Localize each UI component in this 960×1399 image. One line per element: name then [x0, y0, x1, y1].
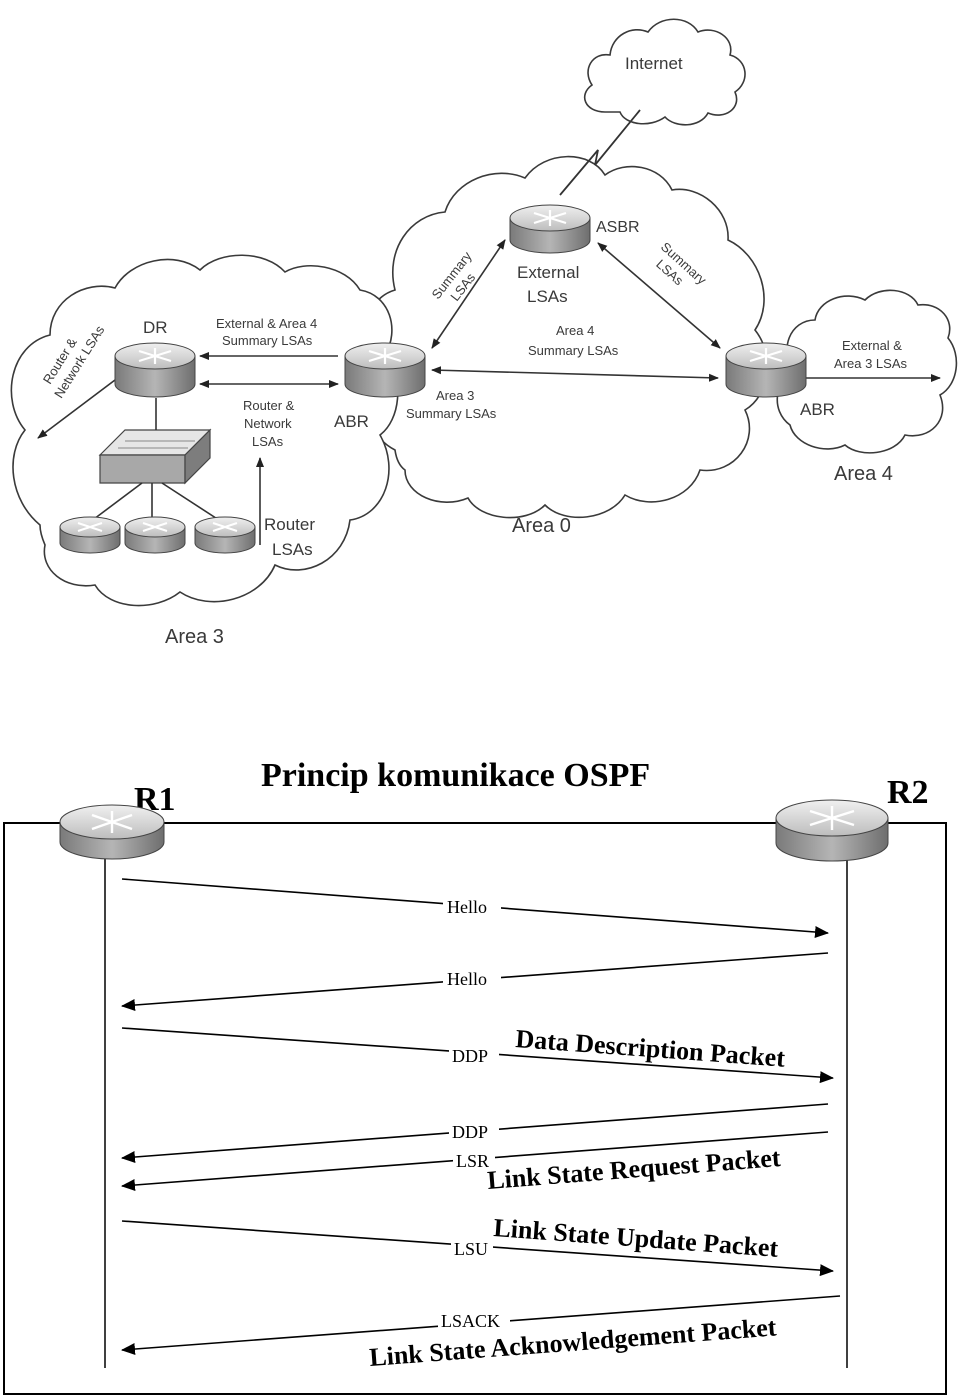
- area-4-cloud: [776, 289, 958, 454]
- external-lsas-line1: External: [517, 263, 579, 282]
- ext-area4-summary-line1: External & Area 4: [216, 316, 317, 331]
- msg-lsack-label: LSACK: [441, 1311, 500, 1331]
- area3-summary-line1: Area 3: [436, 388, 474, 403]
- note-link-state-update-packet: Link State Update Packet: [493, 1213, 780, 1263]
- router-area3-1-icon: [59, 516, 121, 554]
- router-network-lsas-line1: Router &: [243, 398, 295, 413]
- note-link-state-request-packet: Link State Request Packet: [486, 1143, 782, 1195]
- arrow-asbr-abr-left: [431, 239, 506, 349]
- switch-icon: [98, 428, 212, 485]
- dr-label: DR: [143, 318, 168, 337]
- link-switch-r3: [161, 482, 223, 523]
- area4-summary-line2: Summary LSAs: [528, 343, 619, 358]
- ospf-area-diagram: Internet: [10, 18, 958, 648]
- router-lsas-line2: LSAs: [272, 540, 313, 559]
- r1-router-icon: [59, 804, 165, 860]
- msg-lsu-label: LSU: [454, 1239, 488, 1259]
- router-network-lsas-line3: LSAs: [252, 434, 284, 449]
- router-abr-left-icon: [344, 342, 426, 398]
- msg-lsr-label: LSR: [456, 1151, 489, 1171]
- link-switch-r1: [89, 482, 143, 523]
- router-abr-right-icon: [725, 342, 807, 398]
- external-lsas-line2: LSAs: [527, 287, 568, 306]
- arrow-asbr-abr-right: [597, 242, 721, 349]
- sequence-frame: [3, 822, 947, 1395]
- note-link-state-ack-packet: Link State Acknowledgement Packet: [368, 1312, 777, 1372]
- r2-router-icon: [775, 799, 889, 862]
- msg-hello-1-label: Hello: [447, 897, 487, 917]
- router-dr-icon: [114, 342, 196, 398]
- area3-summary-line2: Summary LSAs: [406, 406, 497, 421]
- msg-hello-2-label: Hello: [447, 969, 487, 989]
- sequence-title: Princip komunikace OSPF: [261, 757, 650, 794]
- msg-ddp-1-label: DDP: [452, 1046, 488, 1066]
- ext-area3-lsas-line2: Area 3 LSAs: [834, 356, 907, 371]
- area-3-label: Area 3: [165, 626, 224, 648]
- area-0-label: Area 0: [512, 515, 571, 537]
- r2-label: R2: [887, 774, 929, 811]
- ext-area3-lsas-line1: External &: [842, 338, 902, 353]
- asbr-label: ASBR: [596, 219, 640, 236]
- area-4-label: Area 4: [834, 463, 893, 485]
- abr-left-label: ABR: [334, 412, 369, 431]
- router-lsas-line1: Router: [264, 515, 315, 534]
- ospf-sequence-diagram: Princip komunikace OSPF R1 R2 Hello Hell…: [3, 757, 947, 1395]
- internet-link: [559, 109, 641, 196]
- arrow-dr-network-lsas: [37, 379, 116, 439]
- router-area3-2-icon: [124, 516, 186, 554]
- router-network-lsas-line2: Network: [244, 416, 292, 431]
- router-asbr-icon: [509, 204, 591, 254]
- ext-area4-summary-line2: Summary LSAs: [222, 333, 313, 348]
- arrow-abr-abr: [431, 366, 719, 382]
- area4-summary-line1: Area 4: [556, 323, 594, 338]
- internet-cloud: [583, 18, 746, 126]
- msg-ddp-2-label: DDP: [452, 1122, 488, 1142]
- router-area3-3-icon: [194, 516, 256, 554]
- internet-label: Internet: [625, 54, 683, 73]
- abr-right-label: ABR: [800, 400, 835, 419]
